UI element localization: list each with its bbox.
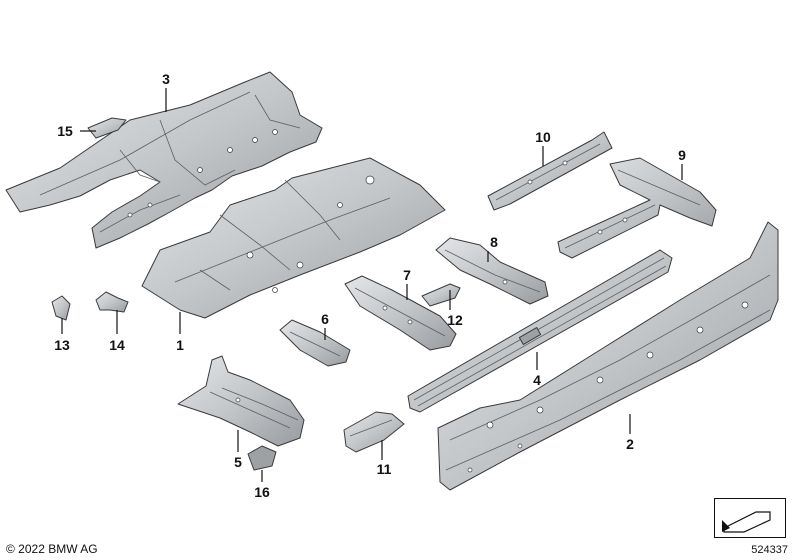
part-14-bracket[interactable] — [95, 291, 129, 313]
part-7-floor-member[interactable] — [344, 275, 457, 351]
leader-lines — [61, 88, 683, 482]
car-outline-icon — [723, 511, 771, 533]
callout-1: 1 — [176, 337, 184, 353]
copyright-text: © 2022 BMW AG — [6, 542, 98, 556]
part-10-cross-member[interactable] — [487, 131, 613, 211]
document-number: 524337 — [751, 544, 788, 556]
callout-13: 13 — [54, 337, 70, 353]
callout-2: 2 — [626, 436, 634, 452]
part-13-clip[interactable] — [51, 295, 71, 321]
part-3-front-floor-tunnel[interactable] — [5, 71, 323, 249]
part-5-bracket[interactable] — [177, 355, 305, 447]
part-6-member[interactable] — [279, 319, 351, 367]
callout-8: 8 — [490, 234, 498, 250]
part-12-bracket[interactable] — [421, 283, 461, 307]
part-4-rocker-reinforcement[interactable] — [407, 249, 673, 413]
callout-10: 10 — [535, 129, 551, 145]
callout-4: 4 — [533, 372, 541, 388]
part-11-jack-pad[interactable] — [343, 411, 405, 453]
part-1-floor-panel[interactable] — [141, 157, 446, 319]
callout-7: 7 — [403, 267, 411, 283]
part-2-side-sill[interactable] — [437, 221, 779, 491]
part-16-bracket[interactable] — [247, 445, 277, 471]
part-15-bracket[interactable] — [87, 117, 127, 139]
callout-5: 5 — [234, 454, 242, 470]
callout-6: 6 — [321, 311, 329, 327]
callout-11: 11 — [377, 461, 392, 477]
callout-9: 9 — [678, 147, 686, 163]
part-8-member[interactable] — [435, 237, 549, 305]
callout-16: 16 — [254, 484, 270, 500]
callout-3: 3 — [162, 71, 170, 87]
callout-15: 15 — [57, 123, 73, 139]
orientation-box — [714, 498, 786, 538]
callout-12: 12 — [447, 312, 463, 328]
arrow-icon — [722, 520, 730, 532]
part-9-cross-member[interactable] — [557, 157, 717, 259]
callout-14: 14 — [109, 337, 125, 353]
